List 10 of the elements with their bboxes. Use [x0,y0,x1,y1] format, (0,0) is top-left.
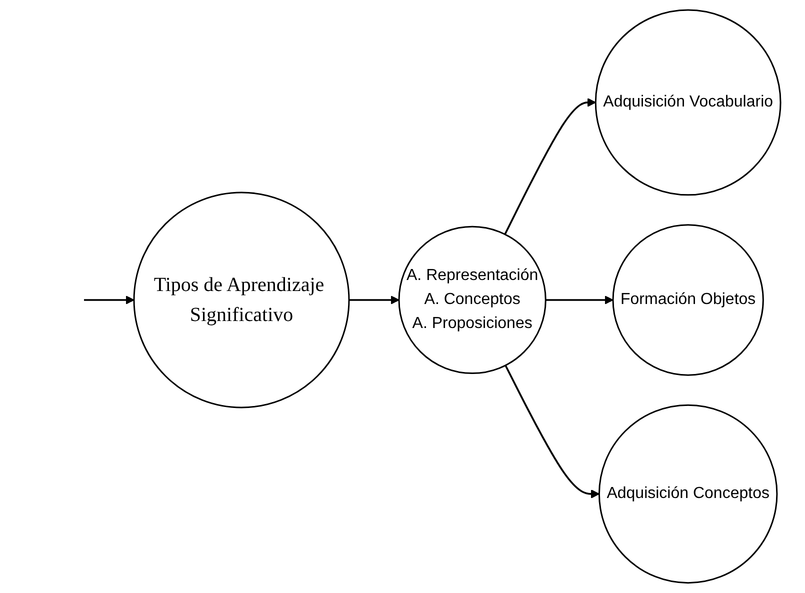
node-circle: Formación Objetos [612,224,764,376]
node-circle: Adquisición Vocabulario [595,9,782,196]
node-circle: A. Representación A. Conceptos A. Proposiciones [398,226,547,374]
arrow [546,296,614,304]
arrow [504,365,600,498]
arrow [84,296,135,304]
arrow [349,296,400,304]
node-circle: Tipos de Aprendizaje Significativo [133,192,350,408]
node-circle: Adquisición Conceptos [598,404,778,584]
arrow [504,98,596,235]
